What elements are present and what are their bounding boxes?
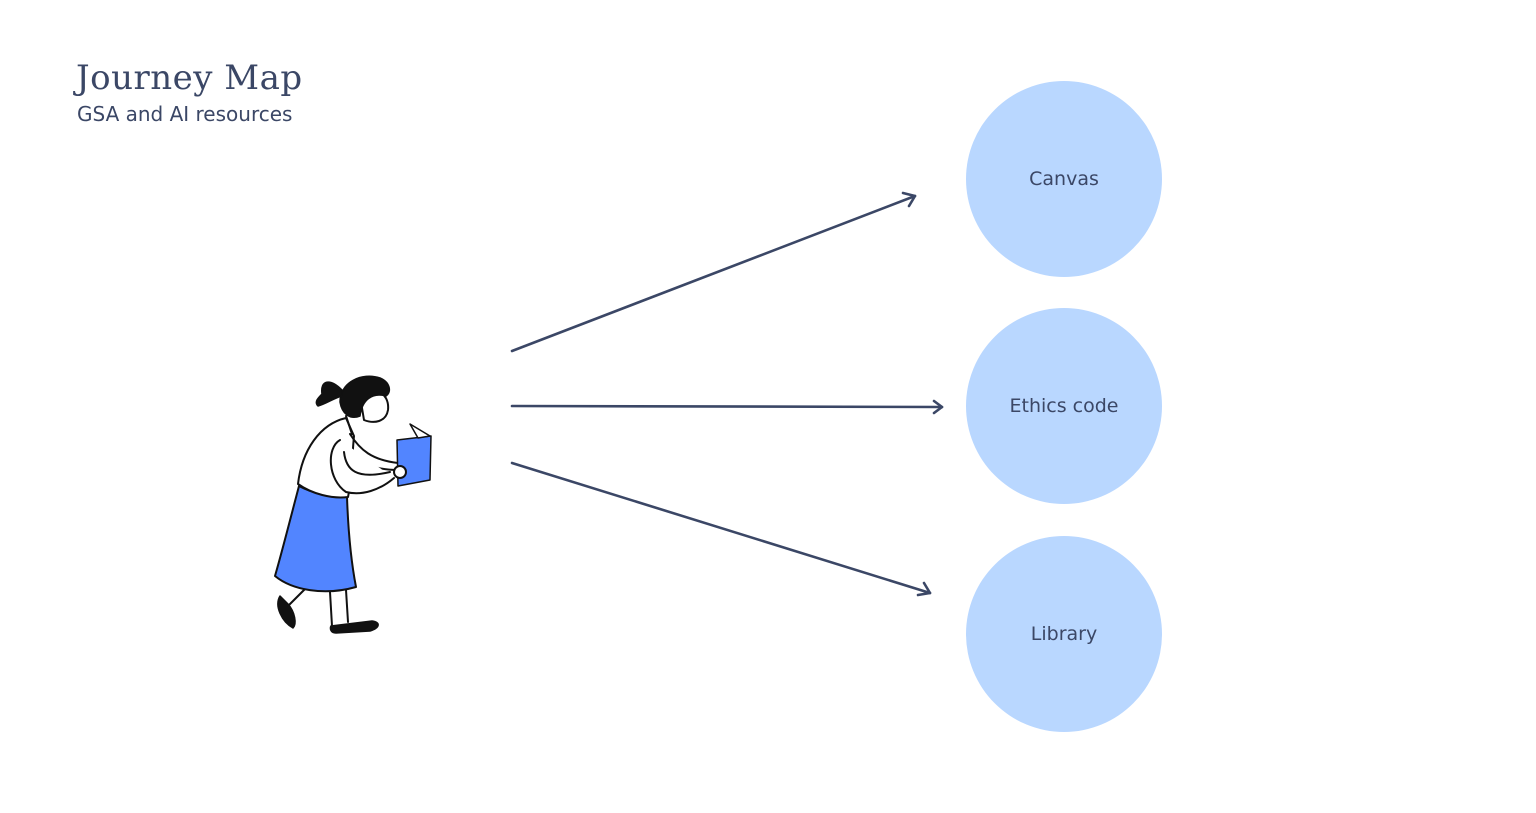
node-ethics-code: Ethics code xyxy=(966,308,1162,504)
arrow-to-ethics-code xyxy=(510,399,944,415)
arrow-to-canvas xyxy=(510,191,917,353)
node-library-label: Library xyxy=(1030,623,1098,645)
arrows xyxy=(510,191,944,597)
node-canvas: Canvas xyxy=(966,81,1162,277)
page-subtitle: GSA and AI resources xyxy=(77,102,293,126)
page-title: Journey Map xyxy=(76,58,303,98)
arrow-to-library xyxy=(510,461,932,597)
person-reading-book-icon xyxy=(274,375,432,634)
node-canvas-label: Canvas xyxy=(1029,168,1099,190)
node-ethics-code-label: Ethics code xyxy=(1009,395,1119,417)
node-library: Library xyxy=(966,536,1162,732)
